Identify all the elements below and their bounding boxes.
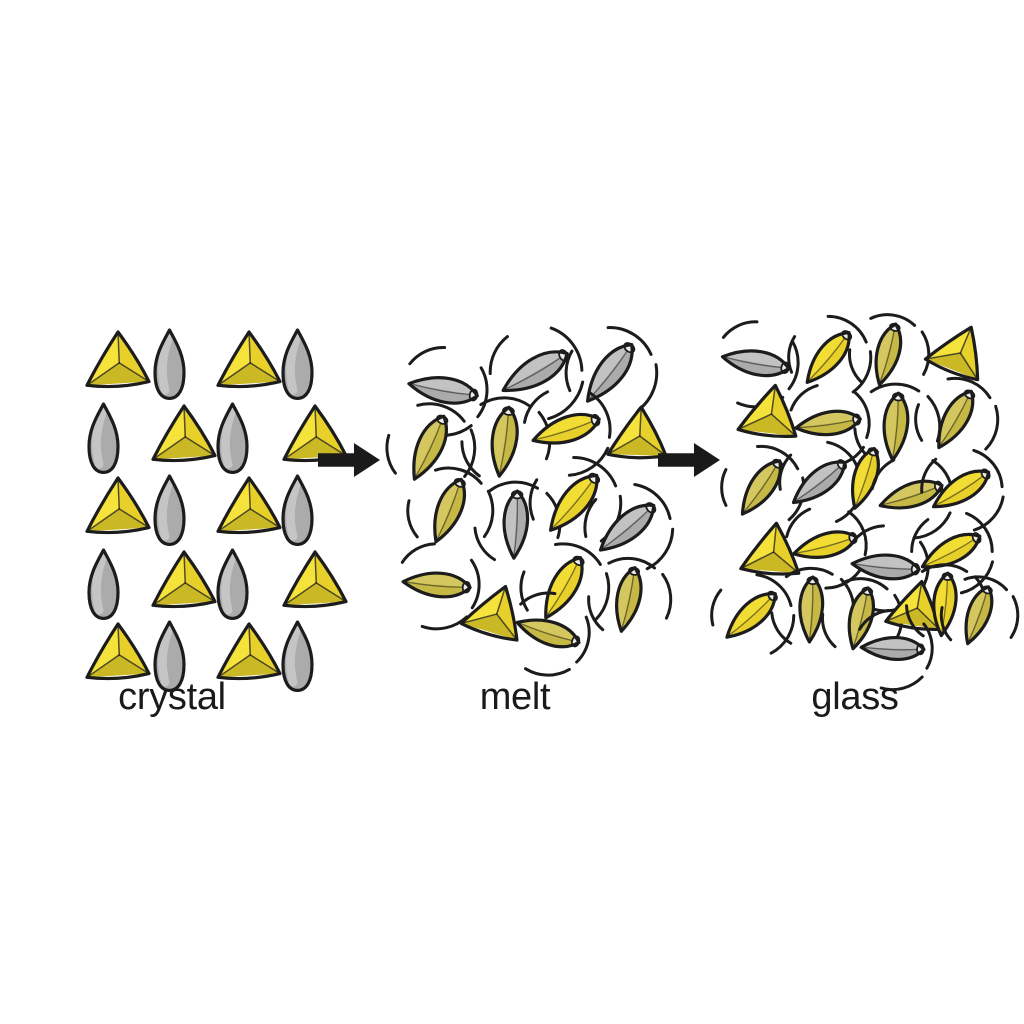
particle-tetrahedron-yellow xyxy=(216,476,282,535)
particle-tetrahedron-yellow xyxy=(739,521,801,576)
particle-leaf-yellow xyxy=(710,573,796,655)
particle-leaf-gray xyxy=(720,320,800,409)
particle-leaf-olive xyxy=(587,556,673,633)
particle-leaf-yellow xyxy=(787,314,873,394)
particle-teardrop-gray xyxy=(87,548,120,621)
particle-leaf-olive xyxy=(385,402,477,481)
particle-tetrahedron-yellow xyxy=(736,383,798,438)
particle-leaf-olive xyxy=(870,458,954,540)
particle-tetrahedron-yellow xyxy=(923,325,980,382)
particle-leaf-yellow xyxy=(905,563,988,638)
arrow-melt-to-glass xyxy=(658,443,720,477)
motion-arc xyxy=(858,608,934,692)
stage-label-crystal: crystal xyxy=(118,676,226,718)
motion-arc xyxy=(488,326,585,421)
particle-leaf-yellow xyxy=(910,511,994,595)
particle-leaf-gray xyxy=(488,326,585,421)
particle-leaf-gray xyxy=(858,608,934,692)
particle-teardrop-gray xyxy=(216,402,249,475)
motion-arc xyxy=(910,511,994,595)
particle-tetrahedron-yellow xyxy=(216,622,282,681)
particle-leaf-olive xyxy=(770,566,856,645)
particle-leaf-yellow xyxy=(785,507,868,590)
particle-leaf-gray xyxy=(407,346,489,437)
motion-arc xyxy=(519,542,611,621)
particle-leaf-olive xyxy=(939,575,1020,646)
motion-arc xyxy=(847,313,931,384)
particle-leaf-olive xyxy=(821,577,904,651)
stage-panel-crystal xyxy=(55,300,348,693)
arrow-right-icon xyxy=(318,443,380,477)
particle-leaf-olive xyxy=(460,396,552,478)
motion-arc xyxy=(519,591,591,677)
particle-tetrahedron-yellow xyxy=(151,404,217,463)
particle-tetrahedron-yellow xyxy=(282,550,348,609)
particle-leaf-olive xyxy=(515,591,591,677)
particle-tetrahedron-yellow xyxy=(459,584,519,642)
particle-teardrop-gray xyxy=(281,328,314,401)
particle-leaf-yellow xyxy=(851,446,880,510)
particle-leaf-olive xyxy=(406,466,495,544)
particle-leaf-yellow xyxy=(528,456,623,543)
particle-tetrahedron-yellow xyxy=(85,622,151,681)
particle-field-glass xyxy=(710,313,1020,692)
arrow-right-icon xyxy=(658,443,720,477)
motion-arc xyxy=(710,573,796,655)
stage-panel-glass xyxy=(710,295,1020,692)
particle-teardrop-gray xyxy=(153,328,186,401)
particle-teardrop-gray xyxy=(281,474,314,547)
particle-leaf-olive xyxy=(853,382,942,463)
particle-tetrahedron-yellow xyxy=(85,330,151,389)
particle-tetrahedron-yellow xyxy=(884,579,941,632)
particle-leaf-yellow xyxy=(920,448,1005,532)
stage-label-glass: glass xyxy=(811,676,899,718)
particle-tetrahedron-yellow xyxy=(216,330,282,389)
particle-teardrop-gray xyxy=(87,402,120,475)
particle-teardrop-gray xyxy=(216,548,249,621)
particle-leaf-gray xyxy=(564,326,659,412)
particle-leaf-yellow xyxy=(523,390,612,477)
motion-arc xyxy=(523,390,612,477)
particle-teardrop-gray xyxy=(281,620,314,693)
motion-arc xyxy=(939,575,1020,642)
particle-field-melt xyxy=(385,326,675,677)
particle-tetrahedron-yellow xyxy=(606,405,668,460)
particle-leaf-olive xyxy=(847,313,931,387)
motion-arc xyxy=(587,556,673,632)
particle-leaf-gray xyxy=(583,483,675,571)
arrow-crystal-to-melt xyxy=(318,443,380,477)
particle-tetrahedron-yellow xyxy=(85,476,151,535)
particle-leaf-gray xyxy=(473,480,562,562)
particle-leaf-olive xyxy=(914,376,1000,451)
motion-arc xyxy=(787,314,873,394)
particle-teardrop-gray xyxy=(153,620,186,693)
stage-panel-melt xyxy=(385,295,675,677)
stage-label-melt: melt xyxy=(479,676,551,718)
motion-arc xyxy=(914,376,1000,451)
particle-field-crystal xyxy=(85,328,348,693)
particle-tetrahedron-yellow xyxy=(151,550,217,609)
motion-arc xyxy=(920,448,1005,532)
particle-teardrop-gray xyxy=(153,474,186,547)
motion-arc xyxy=(406,466,495,539)
particle-leaf-yellow xyxy=(519,542,611,621)
